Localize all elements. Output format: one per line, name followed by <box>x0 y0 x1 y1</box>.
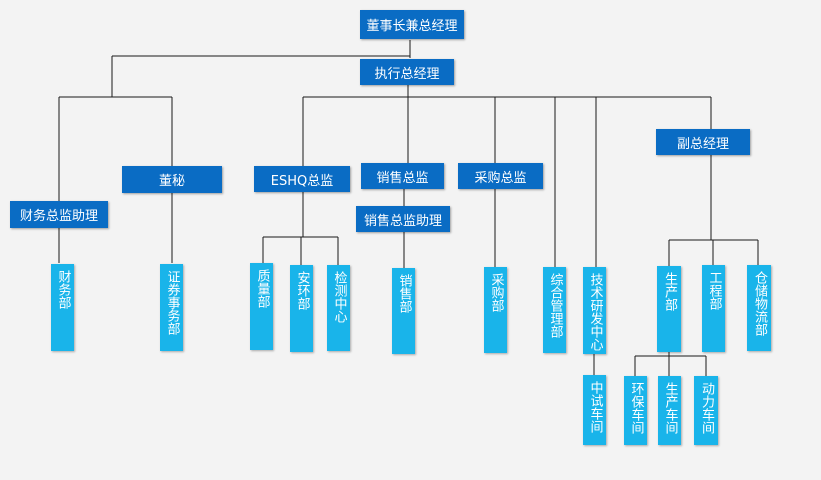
dept-engineering: 工程部 <box>702 265 725 352</box>
eshq-director-box: ESHQ总监 <box>254 166 350 192</box>
dept-rd-center: 技术研发中心 <box>583 267 606 354</box>
dept-finance: 财务部 <box>51 264 74 351</box>
sales-assistant-box: 销售总监助理 <box>356 206 450 232</box>
sales-director-box: 销售总监 <box>361 163 444 189</box>
dept-warehouse-logistics: 仓储物流部 <box>747 265 771 351</box>
secretary-box: 董秘 <box>122 166 222 193</box>
dept-quality: 质量部 <box>250 263 273 350</box>
chairman-box: 董事长兼总经理 <box>360 10 464 39</box>
dept-securities: 证券事务部 <box>160 264 183 351</box>
workshop-pilot: 中试车间 <box>583 375 606 445</box>
workshop-env-protection: 环保车间 <box>624 376 647 445</box>
executive-gm-box: 执行总经理 <box>360 59 454 85</box>
workshop-production: 生产车间 <box>658 376 681 445</box>
dept-sales: 销售部 <box>392 268 415 354</box>
dept-general-mgmt: 综合管理部 <box>543 267 566 353</box>
dept-production: 生产部 <box>657 266 681 352</box>
deputy-gm-box: 副总经理 <box>656 129 750 155</box>
dept-safety-env: 安环部 <box>290 265 313 352</box>
purchasing-director-box: 采购总监 <box>458 163 543 189</box>
finance-assistant-box: 财务总监助理 <box>10 201 108 228</box>
workshop-power: 动力车间 <box>694 376 718 445</box>
dept-purchasing: 采购部 <box>484 267 507 353</box>
dept-testing-center: 检测中心 <box>327 265 350 351</box>
